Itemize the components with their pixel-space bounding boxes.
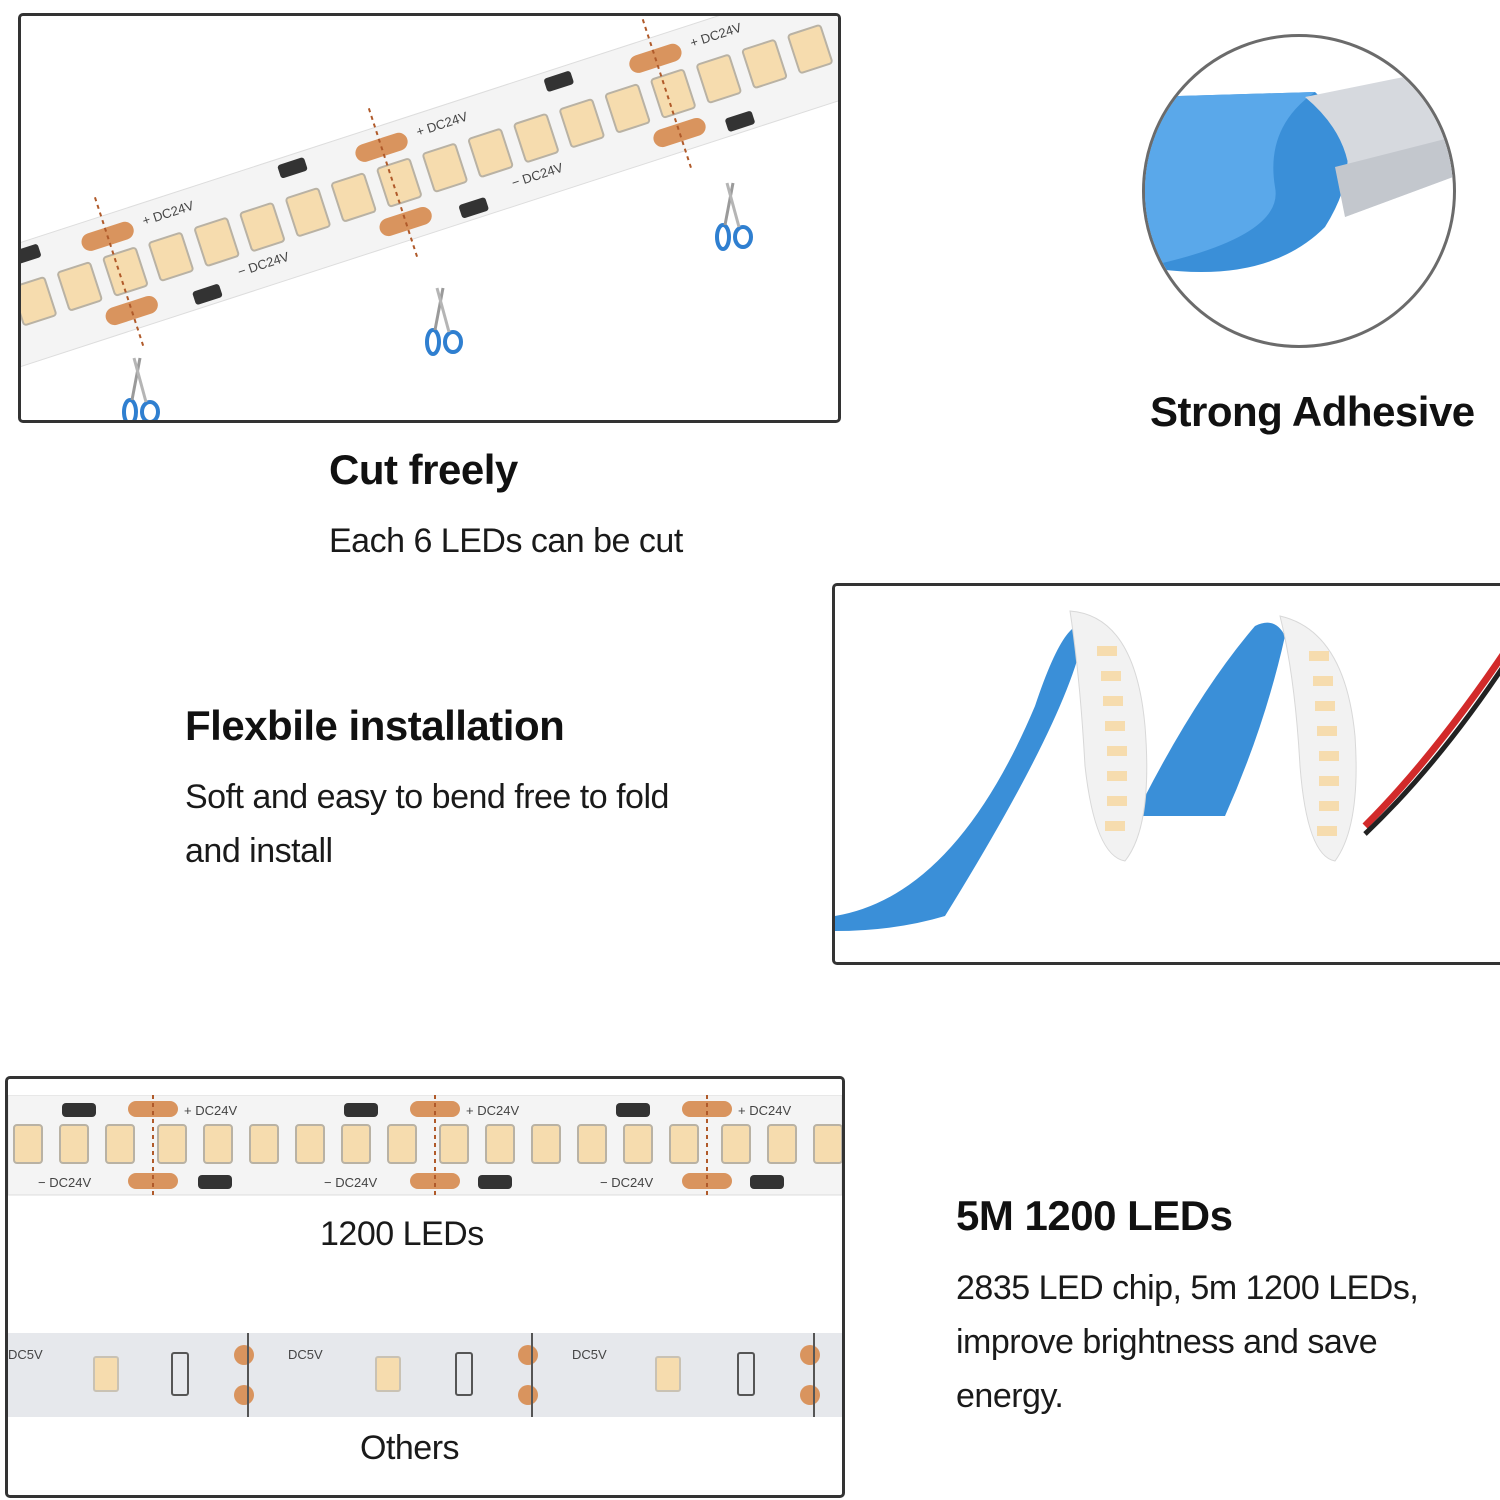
cut-freely-title: Cut freely bbox=[329, 446, 518, 493]
strip-minus-label: − DC24V bbox=[324, 1175, 377, 1190]
others-strip-caption: Others bbox=[360, 1429, 460, 1467]
strip-minus-label: − DC24V bbox=[38, 1175, 91, 1190]
leds-description-line2: improve brightness and save bbox=[956, 1323, 1378, 1361]
others-strip-label: DC5V bbox=[8, 1347, 43, 1362]
dense-strip-caption: 1200 LEDs bbox=[320, 1215, 484, 1253]
scissors-icon bbox=[425, 286, 463, 356]
strip-plus-label: + DC24V bbox=[184, 1103, 237, 1118]
leds-description-line1: 2835 LED chip, 5m 1200 LEDs, bbox=[956, 1269, 1419, 1307]
cut-strip-illustration: + DC24V − DC24V + DC24V − DC24V + DC24V bbox=[21, 16, 838, 420]
flexible-image-panel bbox=[832, 583, 1500, 965]
leds-description-line3: energy. bbox=[956, 1377, 1064, 1415]
flexible-title: Flexbile installation bbox=[185, 702, 565, 749]
adhesive-tape-illustration bbox=[1145, 67, 1453, 272]
scissors-icon bbox=[715, 181, 753, 251]
sparse-strip-illustration: DC5V DC5V DC5V bbox=[8, 1333, 842, 1417]
others-strip-label: DC5V bbox=[572, 1347, 607, 1362]
others-strip-label: DC5V bbox=[288, 1347, 323, 1362]
strip-plus-label: + DC24V bbox=[466, 1103, 519, 1118]
scissors-icon bbox=[122, 356, 160, 420]
adhesive-title: Strong Adhesive bbox=[1150, 388, 1475, 435]
cut-led-strip: + DC24V − DC24V + DC24V − DC24V + DC24V bbox=[21, 16, 838, 375]
flexible-description-line2: and install bbox=[185, 832, 333, 870]
dense-strip-illustration: + DC24V − DC24V + DC24V − DC24V + DC24V … bbox=[8, 1095, 842, 1196]
cut-freely-image-panel: + DC24V − DC24V + DC24V − DC24V + DC24V bbox=[18, 13, 841, 423]
bent-strip-illustration bbox=[835, 610, 1500, 931]
comparison-image-panel: + DC24V − DC24V + DC24V − DC24V + DC24V … bbox=[5, 1076, 845, 1498]
flexible-description-line1: Soft and easy to bend free to fold bbox=[185, 778, 669, 816]
strip-minus-label: − DC24V bbox=[600, 1175, 653, 1190]
strip-plus-label: + DC24V bbox=[738, 1103, 791, 1118]
leds-title: 5M 1200 LEDs bbox=[956, 1192, 1233, 1239]
cut-freely-description: Each 6 LEDs can be cut bbox=[329, 522, 683, 560]
adhesive-image-circle bbox=[1142, 34, 1456, 348]
